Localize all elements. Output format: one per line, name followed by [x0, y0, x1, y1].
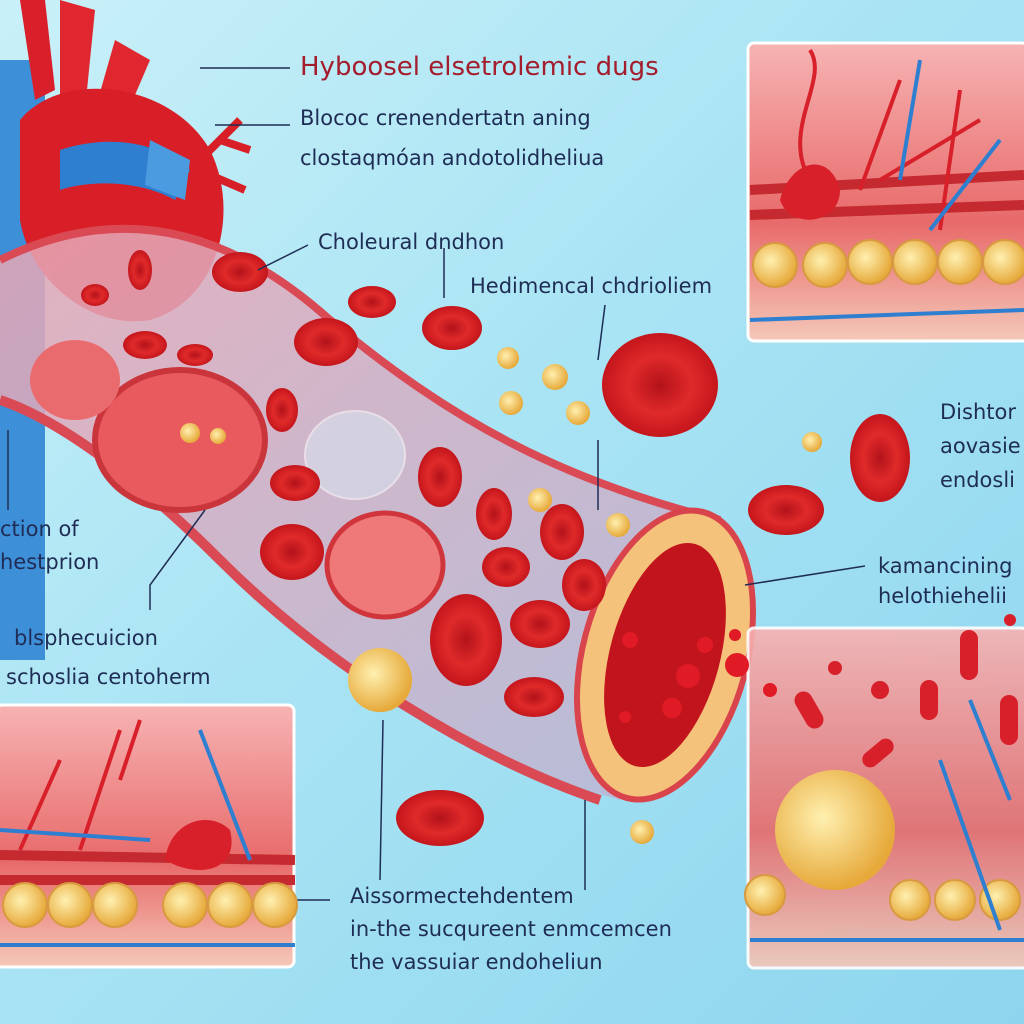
label-dishtor-line2: aovasie: [940, 434, 1021, 458]
label-blsphe-line1: blsphecuicion: [14, 626, 158, 650]
inset-bottom-right: [744, 614, 1024, 970]
cholesterol-particles: [180, 347, 822, 844]
label-bottom-line1: Aissormectehdentem: [350, 884, 574, 908]
label-blood-line1: Blococ crenendertatn aning: [300, 106, 591, 130]
main-title: Hyboosel elsetrolemic dugs: [300, 52, 659, 82]
label-bottom-line2: in-the sucqureent enmcemcen: [350, 917, 672, 941]
label-dishtor-line3: endosli: [940, 468, 1016, 492]
label-blsphe-line2: schoslia centoherm: [6, 665, 211, 689]
label-dishtor-line1: Dishtor: [940, 400, 1016, 424]
label-action-line1: ction of: [0, 517, 79, 541]
label-kamancining-line2: helothiehelii: [878, 584, 1007, 608]
inset-top-right: [746, 41, 1024, 343]
label-kamancining-line1: kamancining: [878, 554, 1013, 578]
label-bottom-line3: the vassuiar endoheliun: [350, 950, 603, 974]
particles: [619, 629, 777, 723]
label-blood-line2: clostaqmóan andotolidheliua: [300, 146, 605, 170]
plaque-discs: [30, 340, 446, 712]
inset-bottom-left: [0, 703, 298, 969]
label-hedimencal: Hedimencal chdrioliem: [470, 274, 713, 298]
red-blood-cells: [81, 250, 910, 846]
label-action-line2: hestprion: [0, 550, 100, 574]
label-choleural: Choleural dndhon: [318, 230, 505, 254]
